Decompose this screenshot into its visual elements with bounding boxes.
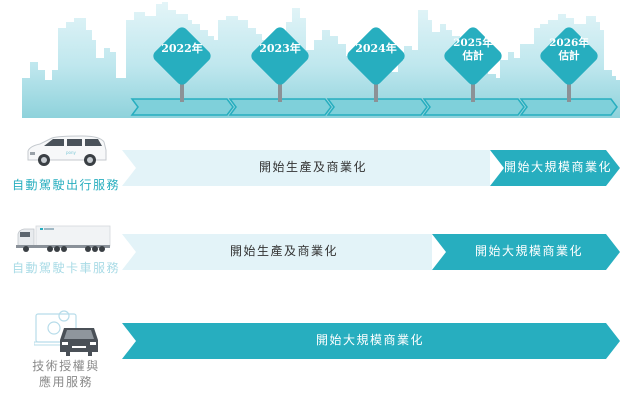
row-title: 自動駕駛出行服務 xyxy=(12,178,121,192)
row-robotaxi: pony 自動駕駛出行服務 開始生產及商業化 開始大規模商業化 xyxy=(0,130,640,200)
milestone-label: 2024年 xyxy=(355,42,397,55)
milestone-label: 2025年 估計 xyxy=(443,37,503,63)
signpost-pole xyxy=(374,76,378,102)
milestone-sub: 估計 xyxy=(462,50,484,62)
car-gear-laptop-icon xyxy=(34,310,98,356)
milestone-label: 2023年 xyxy=(259,42,301,55)
phase-label-production: 開始生產及商業化 xyxy=(229,244,338,258)
diamond-sign-icon xyxy=(248,24,312,88)
phase-bars xyxy=(122,150,620,186)
city-skyline-background xyxy=(22,2,620,118)
diamond-sign-icon xyxy=(344,24,408,88)
signpost-pole xyxy=(567,76,571,102)
milestone-label: 2022年 xyxy=(161,42,203,55)
signpost-pole xyxy=(278,76,282,102)
milestone-2023: 2023年 xyxy=(248,24,312,118)
phase-bar-dark xyxy=(490,150,620,186)
milestone-2025: 2025年 估計 xyxy=(441,24,505,118)
milestone-2024: 2024年 xyxy=(344,24,408,118)
phase-label-production: 開始生產及商業化 xyxy=(258,160,367,174)
phase-bars xyxy=(122,323,620,359)
svg-text:pony: pony xyxy=(66,150,77,155)
row-title-line2: 應用服務 xyxy=(38,375,93,389)
milestone-year: 2025年 xyxy=(453,37,493,49)
signpost-pole xyxy=(180,76,184,102)
phase-bar-light xyxy=(122,234,432,270)
milestone-sub: 估計 xyxy=(558,50,580,62)
phase-bar-dark xyxy=(432,234,620,270)
milestone-label: 2026年 估計 xyxy=(539,37,599,63)
phase-bars xyxy=(122,234,620,270)
milestone-year: 2026年 xyxy=(549,37,589,49)
phase-label-mass-commercialization: 開始大規模商業化 xyxy=(474,244,583,258)
row-licensing: 技術授權與 應用服務 開始大規模商業化 xyxy=(0,300,640,401)
row-title: 自動駕駛卡車服務 xyxy=(12,261,121,275)
phase-bar-light xyxy=(122,150,490,186)
milestone-2026: 2026年 估計 xyxy=(537,24,601,118)
signpost-pole xyxy=(471,76,475,102)
phase-label-mass-commercialization: 開始大規模商業化 xyxy=(504,160,613,174)
row-robotruck: 自動駕駛卡車服務 開始生產及商業化 開始大規模商業化 xyxy=(0,214,640,284)
row-title-line1: 技術授權與 xyxy=(32,359,100,373)
milestone-2022: 2022年 xyxy=(150,24,214,118)
robotaxi-minivan-icon: pony xyxy=(27,135,107,166)
autonomous-truck-icon xyxy=(16,225,111,252)
row-title: 技術授權與 應用服務 xyxy=(12,358,120,390)
phase-bar-dark xyxy=(122,323,620,359)
phase-label-mass-commercialization: 開始大規模商業化 xyxy=(315,333,424,347)
diamond-sign-icon xyxy=(150,24,214,88)
